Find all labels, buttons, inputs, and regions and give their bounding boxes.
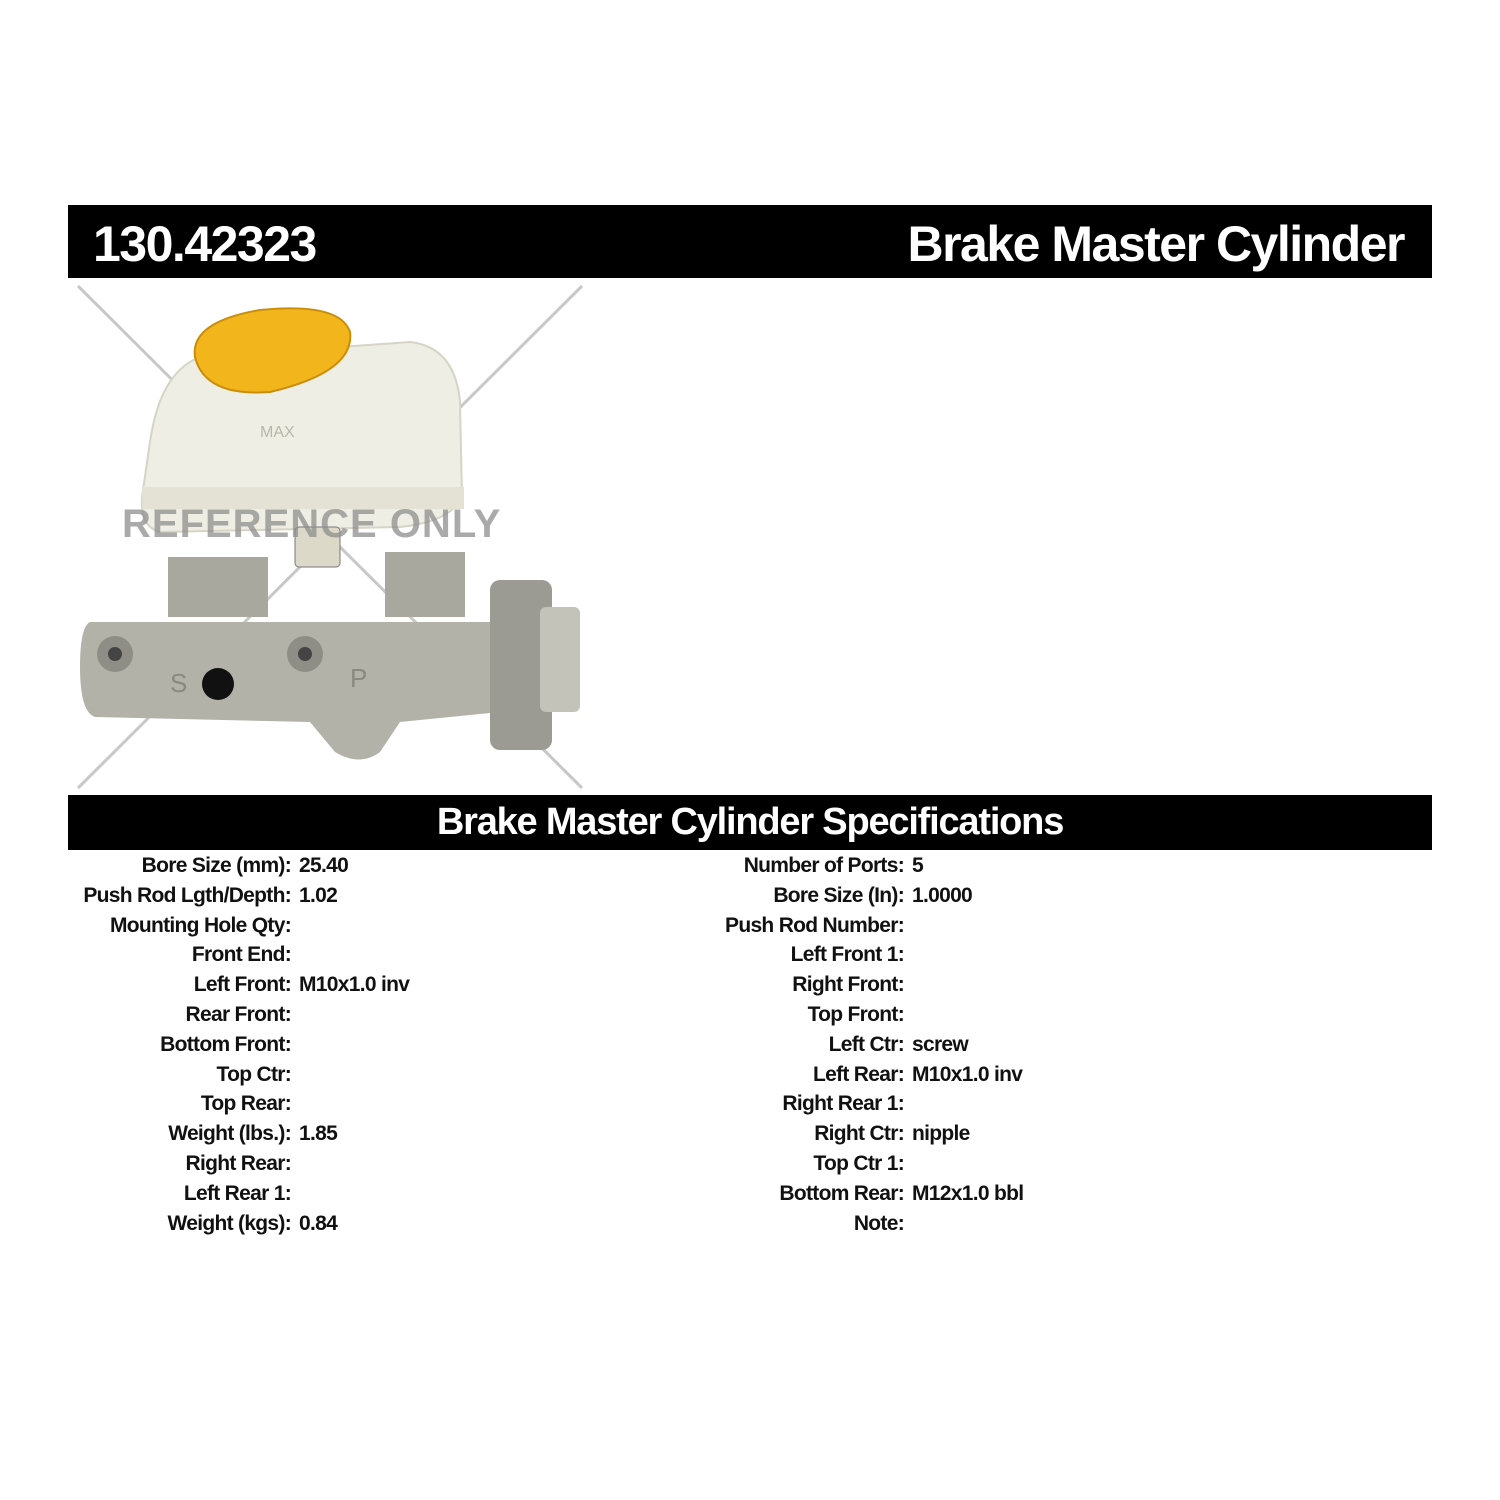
- spec-row-left: Rear Front:: [0, 1003, 292, 1031]
- spec-row-left: Top Ctr:: [0, 1062, 292, 1091]
- watermark: REFERENCE ONLY: [122, 502, 501, 546]
- spec-row-left: Weight (lbs.): 1.85: [0, 1122, 338, 1150]
- spec-row-right: Push Rod Number:: [0, 913, 905, 942]
- spec-label: Right Ctr:: [814, 1122, 905, 1146]
- spec-row-right: Top Ctr 1:: [0, 1152, 904, 1180]
- spec-label: Front End:: [191, 943, 292, 967]
- spec-row-left: Top Rear:: [0, 1092, 292, 1120]
- spec-row-right: Top Front:: [0, 1003, 905, 1031]
- spec-row-left: Mounting Hole Qty:: [0, 913, 292, 942]
- spec-label: Top Ctr:: [216, 1062, 292, 1086]
- spec-label: Left Rear:: [812, 1062, 905, 1086]
- spec-row-right: Right Ctr: nipple: [0, 1122, 970, 1150]
- spec-value: M10x1.0 inv: [912, 1062, 1023, 1086]
- spec-value: 1.02: [299, 883, 338, 907]
- spec-label: Number of Ports:: [743, 854, 905, 877]
- spec-value: 1.0000: [912, 883, 973, 907]
- spec-label: Right Front:: [792, 973, 904, 997]
- spec-row-left: Bottom Front:: [0, 1032, 292, 1061]
- spec-label: Right Rear 1:: [782, 1092, 904, 1116]
- spec-label: Push Rod Number:: [725, 913, 905, 937]
- spec-value: nipple: [912, 1122, 970, 1146]
- specs-title-bar: Brake Master Cylinder Specifications: [68, 795, 1432, 850]
- fluid-reservoir: MAX: [140, 340, 464, 568]
- spec-row-right: Left Ctr: screw: [0, 1032, 969, 1061]
- spec-row-left: Push Rod Lgth/Depth: 1.02: [0, 883, 337, 912]
- spec-row-left: Front End:: [0, 943, 292, 971]
- spec-label: Mounting Hole Qty:: [109, 913, 292, 937]
- specs-title: Brake Master Cylinder Specifications: [436, 801, 1064, 843]
- spec-label: Bottom Rear:: [779, 1181, 904, 1205]
- spec-row-right: Right Rear 1:: [0, 1092, 904, 1120]
- spec-value: 25.40: [299, 854, 349, 877]
- spec-label: Top Front:: [807, 1003, 905, 1026]
- product-title: Brake Master Cylinder: [907, 216, 1405, 272]
- spec-label: Right Rear:: [185, 1152, 292, 1175]
- spec-label: Rear Front:: [185, 1003, 292, 1026]
- spec-value: screw: [912, 1032, 969, 1056]
- spec-label: Left Front:: [193, 973, 292, 997]
- spec-value: M12x1.0 bbl: [912, 1181, 1024, 1205]
- spec-label: Left Rear 1:: [183, 1181, 292, 1205]
- spec-value: 0.84: [299, 1211, 338, 1235]
- spec-row-left: Right Rear:: [0, 1152, 292, 1180]
- spec-row-right: Left Rear: M10x1.0 inv: [0, 1062, 1023, 1091]
- spec-label: Weight (kgs):: [167, 1211, 291, 1235]
- spec-label: Left Ctr:: [828, 1032, 905, 1056]
- spec-label: Bore Size (In):: [773, 883, 904, 907]
- spec-label: Push Rod Lgth/Depth:: [83, 883, 291, 907]
- title-bar: 130.42323 Brake Master Cylinder: [68, 205, 1432, 278]
- spec-row-right: Bore Size (In): 1.0000: [0, 883, 972, 912]
- spec-label: Left Front 1:: [790, 943, 905, 967]
- spec-label: Top Ctr 1:: [813, 1152, 904, 1175]
- product-image: S P MAX REFERENCE ONLY: [76, 284, 584, 790]
- spec-row-right: Bottom Rear: M12x1.0 bbl: [0, 1181, 1024, 1210]
- reservoir-cap-icon: [193, 307, 352, 394]
- spec-row-right: Right Front:: [0, 973, 904, 1001]
- spec-value: 5: [912, 854, 924, 877]
- spec-value: M10x1.0 inv: [299, 973, 410, 997]
- spec-label: Weight (lbs.):: [168, 1122, 291, 1146]
- spec-row-left: Weight (kgs): 0.84: [0, 1211, 337, 1240]
- spec-label: Note:: [853, 1211, 905, 1235]
- spec-label: Bore Size (mm):: [141, 854, 292, 877]
- cast-letter-s: S: [170, 668, 187, 698]
- spec-row-right: Number of Ports: 5: [0, 854, 924, 882]
- spec-label: Top Rear:: [200, 1092, 292, 1116]
- cast-letter-p: P: [350, 663, 367, 693]
- spec-row-right: Left Front 1:: [0, 943, 905, 971]
- spec-row-left: Left Front: M10x1.0 inv: [0, 973, 410, 1001]
- part-number: 130.42323: [93, 216, 317, 272]
- spec-row-left: Left Rear 1:: [0, 1181, 292, 1210]
- spec-label: Bottom Front:: [160, 1032, 292, 1056]
- reservoir-max-mark: MAX: [260, 424, 295, 441]
- spec-row-right: Note:: [0, 1211, 905, 1240]
- cylinder-body: S P: [80, 552, 580, 760]
- spec-row-left: Bore Size (mm): 25.40: [0, 854, 349, 882]
- spec-value: 1.85: [299, 1122, 338, 1146]
